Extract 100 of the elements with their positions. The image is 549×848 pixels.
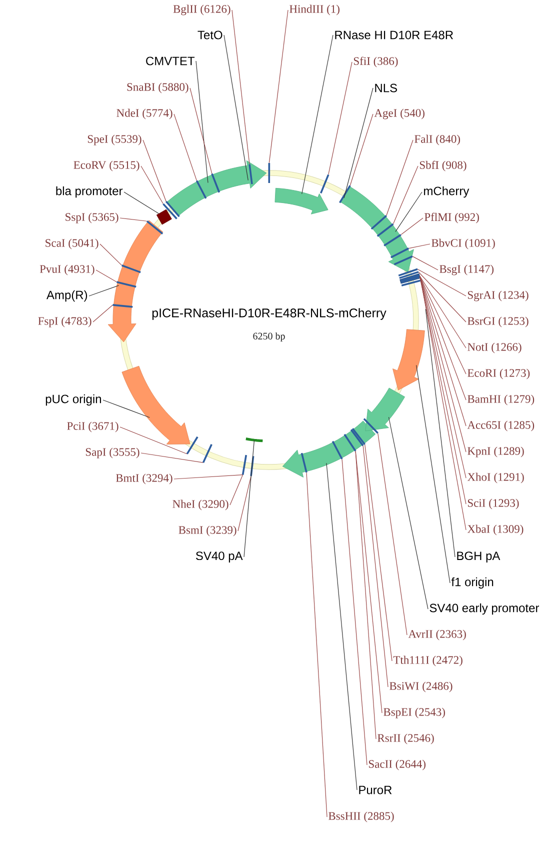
leader-line	[230, 474, 243, 506]
cut-site-tick	[186, 436, 198, 454]
cut-site-tick	[202, 444, 212, 463]
leader-line	[232, 10, 250, 164]
restriction-site-label: SfiI (386)	[354, 56, 398, 68]
leader-line	[412, 256, 438, 270]
feature-arc	[392, 329, 425, 390]
restriction-site-label: SspI (5365)	[66, 212, 118, 224]
feature-label: BGH pA	[457, 552, 500, 562]
cut-site-tick	[399, 271, 419, 279]
feature-arc	[365, 388, 405, 432]
restriction-site-label: BsrGI (1253)	[468, 316, 528, 328]
leader-line	[364, 444, 392, 662]
restriction-site-label: AvrII (2363)	[408, 630, 466, 640]
restriction-site-label: EcoRI (1273)	[468, 368, 530, 380]
restriction-site-label: HindIII (1)	[290, 4, 340, 16]
leader-line	[306, 472, 328, 818]
leader-line	[244, 440, 255, 558]
feature-label: Amp(R)	[46, 290, 88, 302]
leader-line	[395, 192, 422, 232]
feature-label: pUC origin	[46, 394, 101, 406]
leader-line	[342, 458, 368, 766]
leader-line	[425, 308, 456, 558]
feature-label: SV40 early promoter	[430, 603, 540, 615]
restriction-site-label: XhoI (1291)	[467, 472, 524, 484]
leader-line	[190, 88, 212, 174]
leader-line	[140, 166, 164, 204]
feature-label: RNase HI D10R E48R	[335, 30, 453, 40]
leader-line	[88, 285, 120, 296]
cut-site-tick	[268, 163, 270, 183]
leader-line	[142, 140, 166, 202]
leader-line	[328, 62, 352, 175]
leader-line	[416, 364, 450, 584]
leader-line	[326, 462, 358, 790]
restriction-site-label: SbfI (908)	[420, 160, 466, 172]
restriction-site-label: XbaI (1309)	[467, 524, 524, 536]
restriction-site-label: AgeI (540)	[374, 108, 424, 120]
restriction-site-label: BmtI (3294)	[116, 474, 172, 484]
feature-arc	[274, 188, 328, 214]
plasmid-size-label: 6250 bp	[253, 332, 285, 342]
cut-site-tick	[363, 418, 378, 434]
leader-line	[120, 426, 188, 454]
restriction-site-label: FalI (840)	[414, 134, 460, 146]
restriction-site-label: SgrAI (1234)	[468, 290, 528, 302]
leader-line	[355, 450, 376, 740]
restriction-site-label: EcoRV (5515)	[74, 160, 140, 172]
feature-label: NLS	[375, 84, 397, 92]
leader-line	[268, 10, 288, 164]
restriction-site-label: BsgI (1147)	[440, 264, 494, 276]
feature-label: f1 origin	[451, 577, 494, 589]
restriction-site-label: SnaBI (5880)	[127, 82, 188, 94]
restriction-site-label: BspEI (2543)	[384, 708, 445, 718]
promoter-box	[156, 209, 172, 225]
leader-line	[419, 276, 466, 400]
leader-line	[140, 452, 204, 463]
feature-label: CMVTET	[146, 56, 195, 66]
leader-line	[120, 218, 148, 222]
feature-label: bla promoter	[56, 186, 123, 198]
leader-line	[174, 114, 197, 181]
leader-line	[420, 276, 466, 374]
restriction-site-label: NheI (3290)	[172, 500, 228, 510]
restriction-site-label: NotI (1266)	[468, 342, 522, 354]
leader-line	[362, 446, 388, 688]
restriction-site-label: KpnI (1289)	[468, 446, 524, 458]
leader-line	[96, 270, 117, 282]
leader-line	[100, 244, 122, 266]
leader-line	[418, 272, 466, 322]
restriction-site-label: BglII (6126)	[173, 4, 230, 16]
leader-line	[102, 400, 150, 418]
restriction-site-label: PflMI (992)	[424, 212, 479, 224]
cut-site-tick	[242, 454, 248, 475]
leader-line	[378, 433, 408, 636]
restriction-site-label: BssHII (2885)	[328, 812, 394, 822]
leader-line	[196, 60, 208, 184]
feature-arc	[282, 420, 376, 478]
restriction-site-label: SacII (2644)	[368, 760, 426, 770]
feature-label: PuroR	[359, 786, 392, 794]
restriction-site-label: NdeI (5774)	[116, 108, 172, 120]
cut-site-tick	[320, 174, 330, 194]
feature-label: SV40 pA	[196, 552, 243, 562]
leader-line	[400, 218, 424, 235]
leader-line	[224, 34, 248, 181]
restriction-site-label: BbvCI (1091)	[432, 238, 495, 250]
restriction-site-label: BsmI (3239)	[178, 526, 236, 536]
restriction-site-label: Tth111I (2472)	[393, 656, 462, 666]
leader-line	[393, 166, 418, 224]
restriction-site-label: PvuI (4931)	[40, 264, 94, 276]
cut-site-tick	[401, 280, 422, 286]
cut-site-tick	[398, 268, 418, 276]
leader-line	[420, 276, 466, 348]
leader-line	[408, 244, 430, 249]
restriction-site-label: BsiWI (2486)	[390, 682, 452, 692]
restriction-site-label: Acc65I (1285)	[467, 420, 534, 432]
restriction-site-label: ScaI (5041)	[46, 238, 98, 250]
feature-arc	[340, 186, 414, 272]
cut-site-cluster	[400, 273, 421, 284]
leader-line	[386, 140, 414, 216]
cut-site-tick	[250, 456, 254, 476]
restriction-site-label: FspI (4783)	[38, 316, 92, 328]
leader-line	[124, 192, 159, 214]
